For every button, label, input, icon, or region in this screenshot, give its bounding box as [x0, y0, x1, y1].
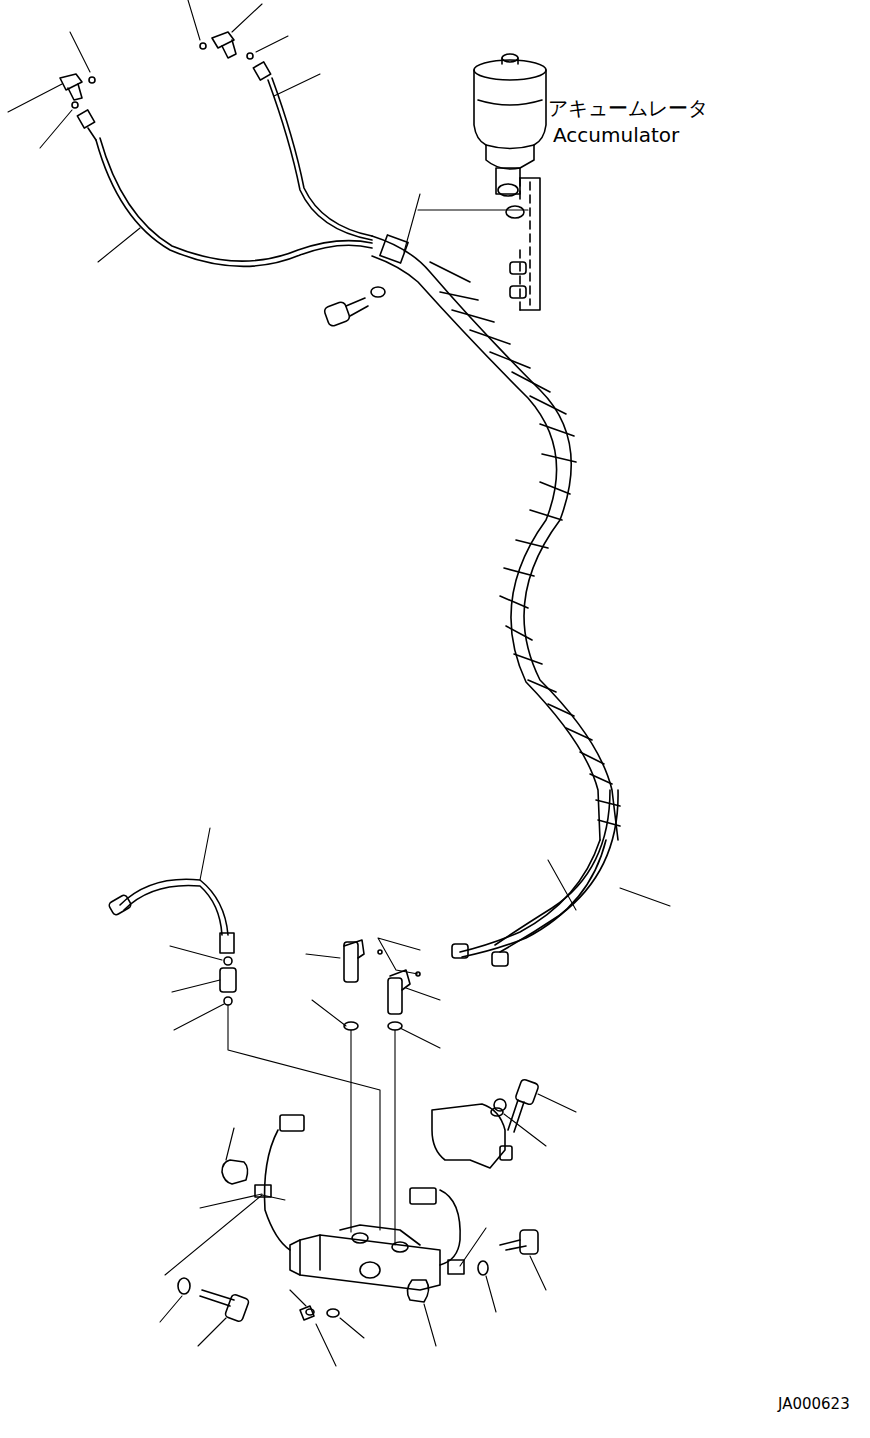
- drawing-number: JA000623: [778, 1396, 850, 1413]
- accumulator-bracket: [506, 178, 540, 310]
- leader-lines: [8, 0, 670, 1366]
- fittings-top: [60, 32, 271, 140]
- valve-assembly: [178, 1079, 539, 1323]
- part-name: Accumulator: [553, 124, 679, 147]
- hoses: [96, 78, 620, 957]
- fittings-middle: [220, 940, 508, 1030]
- bolt-and-washer-top: [323, 287, 385, 327]
- part-name-japanese: アキュームレータ: [548, 97, 708, 120]
- accumulator: [474, 54, 546, 196]
- assembly-lines: [165, 210, 528, 1275]
